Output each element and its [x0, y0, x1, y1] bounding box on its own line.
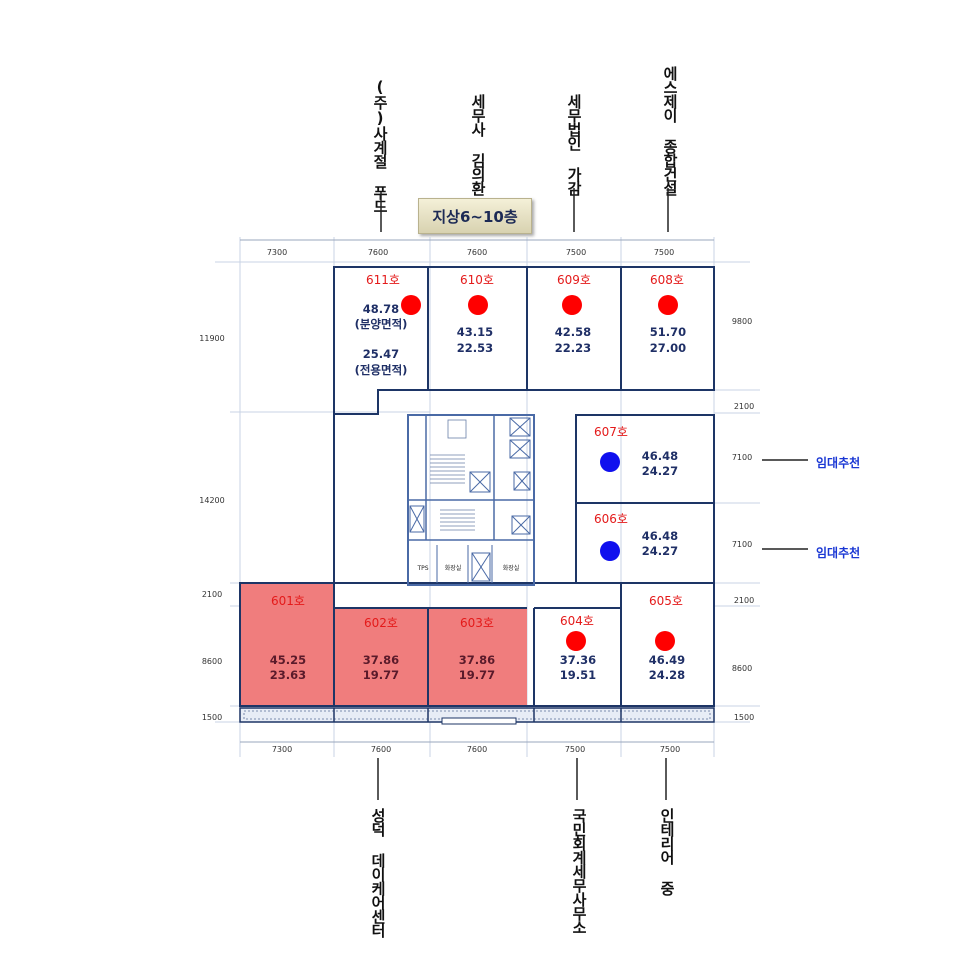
tenant-label-604: 국민회계세무사무소 [570, 808, 588, 934]
unit-area2-605: 24.28 [649, 668, 685, 682]
dim-right-2: 2100 [734, 402, 754, 411]
unit-area2-601: 23.63 [270, 668, 306, 682]
dim-top-3: 7600 [467, 248, 487, 257]
leader-lines [377, 188, 808, 800]
unit-dot-610 [468, 295, 488, 315]
unit-label-604: 604호 [560, 614, 594, 628]
lease-label-606: 임대추천 [816, 546, 861, 560]
unit-label-607: 607호 [594, 425, 628, 439]
restroom-label-1: 화장실 [445, 564, 462, 572]
unit-dot-605 [655, 631, 675, 651]
dim-right-1: 9800 [732, 317, 752, 326]
highlight-601 [241, 584, 334, 706]
dim-left-2: 14200 [199, 496, 224, 505]
unit-area1-610: 43.15 [457, 325, 493, 339]
unit-label-601: 601호 [271, 594, 305, 608]
lease-label-607: 임대추천 [816, 456, 861, 470]
dim-right-7: 1500 [734, 713, 754, 722]
walls [239, 266, 715, 707]
core-labels: TPS 화장실 화장실 [416, 564, 519, 572]
unit-area1-607: 46.48 [642, 449, 678, 463]
unit-area1-606: 46.48 [642, 529, 678, 543]
tenant-label-611: (주)사계절 푸드 [371, 78, 389, 213]
unit-label-603: 603호 [460, 616, 494, 630]
dim-right-3: 7100 [732, 453, 752, 462]
unit-area1-608: 51.70 [650, 325, 686, 339]
unit-area2-606: 24.27 [642, 544, 678, 558]
highlighted-units [241, 584, 527, 706]
dim-bottom-3: 7600 [467, 745, 487, 754]
units-layer: 611호 48.78 (분양면적) 25.47 (전용면적) 610호 43.1… [270, 273, 686, 682]
unit-area1-604: 37.36 [560, 653, 596, 667]
dim-left-4: 8600 [202, 657, 222, 666]
unit-area1-601: 45.25 [270, 653, 306, 667]
unit-area1-611: 48.78 [363, 302, 399, 316]
unit-label-610: 610호 [460, 273, 494, 287]
unit-area2-611: 25.47 [363, 347, 399, 361]
dim-left-3: 2100 [202, 590, 222, 599]
dim-left-1: 11900 [199, 334, 224, 343]
unit-area1-603: 37.86 [459, 653, 495, 667]
unit-area2-603: 19.77 [459, 668, 495, 682]
highlight-603 [430, 608, 527, 706]
building-core [407, 414, 535, 586]
unit-area1-609: 42.58 [555, 325, 591, 339]
unit-dot-606 [600, 541, 620, 561]
wall-bottom-block [239, 582, 715, 707]
unit-dot-609 [562, 295, 582, 315]
tenant-label-605: 인테리어 중 [658, 808, 676, 895]
dim-bottom-1: 7300 [272, 745, 292, 754]
dim-top-2: 7600 [368, 248, 388, 257]
unit-area2-610: 22.53 [457, 341, 493, 355]
unit-dot-611 [401, 295, 421, 315]
restroom-label-2: 화장실 [503, 564, 520, 572]
unit-area2-604: 19.51 [560, 668, 596, 682]
balcony-band [239, 707, 715, 725]
dimension-ticks [240, 239, 714, 743]
unit-area1-605: 46.49 [649, 653, 685, 667]
floor-title: 지상6~10층 [418, 198, 532, 234]
tenant-label-610: 세무사 김의환 [469, 94, 487, 195]
dim-right-5: 2100 [734, 596, 754, 605]
unit-dot-608 [658, 295, 678, 315]
highlight-602 [335, 608, 430, 706]
tenant-label-608: 에스제이 종합건설 [661, 66, 679, 195]
unit-area1-602: 37.86 [363, 653, 399, 667]
dim-right-4: 7100 [732, 540, 752, 549]
dim-top-1: 7300 [267, 248, 287, 257]
dim-top-4: 7500 [566, 248, 586, 257]
unit-area2-note-611: (전용면적) [355, 363, 408, 377]
unit-label-609: 609호 [557, 273, 591, 287]
unit-area2-609: 22.23 [555, 341, 591, 355]
unit-area1-note-611: (분양면적) [355, 317, 408, 331]
stairs [430, 419, 475, 531]
dim-bottom-5: 7500 [660, 745, 680, 754]
tps-label: TPS [416, 565, 428, 572]
unit-area2-602: 19.77 [363, 668, 399, 682]
unit-dot-607 [600, 452, 620, 472]
unit-label-611: 611호 [366, 273, 400, 287]
dim-bottom-2: 7600 [371, 745, 391, 754]
dim-left-5: 1500 [202, 713, 222, 722]
tenant-label-609: 세무법인 가감 [565, 94, 583, 195]
dimension-labels: 7300 7600 7600 7500 7500 7300 7600 7600 … [199, 248, 754, 754]
unit-area2-607: 24.27 [642, 464, 678, 478]
dim-right-6: 8600 [732, 664, 752, 673]
tenant-label-602: 성덕 데이케어센터 [369, 808, 387, 937]
dim-top-5: 7500 [654, 248, 674, 257]
unit-area2-608: 27.00 [650, 341, 686, 355]
unit-dot-604 [566, 631, 586, 651]
unit-label-605: 605호 [649, 594, 683, 608]
dim-bottom-4: 7500 [565, 745, 585, 754]
elevators [409, 417, 531, 583]
unit-label-602: 602호 [364, 616, 398, 630]
unit-label-608: 608호 [650, 273, 684, 287]
unit-label-606: 606호 [594, 512, 628, 526]
